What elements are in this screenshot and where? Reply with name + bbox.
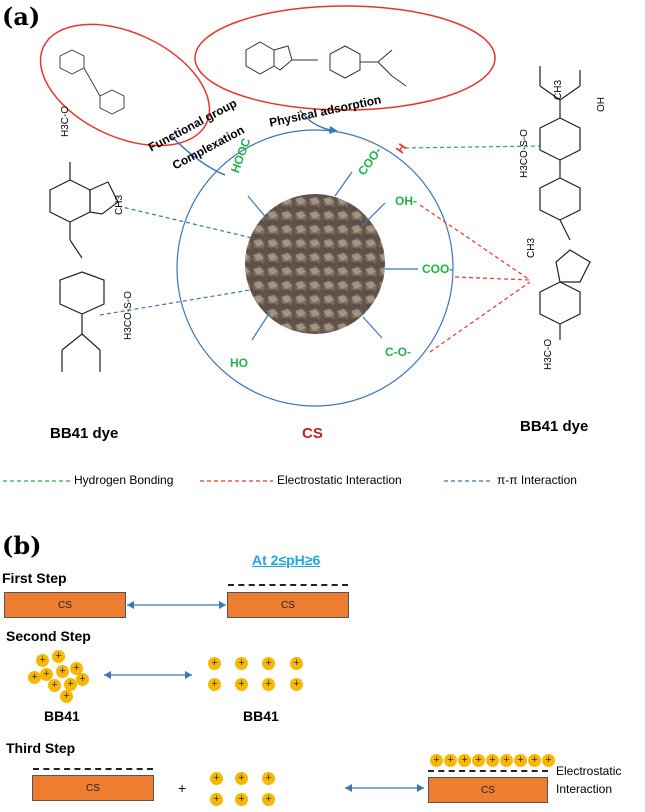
bb41-cation: + — [36, 654, 49, 667]
first-step-label: First Step — [2, 570, 67, 586]
bb41-cation: + — [208, 657, 221, 670]
bb41-left-label: BB41 — [44, 708, 80, 724]
bb41-cation: + — [486, 754, 499, 767]
bb41-cation: + — [472, 754, 485, 767]
right-dye-sulfate: H3CO-S-O — [519, 129, 530, 178]
negative-charges-step1 — [228, 584, 348, 586]
legend-pi-pi: π-π Interaction — [497, 473, 577, 487]
negative-charges-step3-left — [33, 768, 153, 770]
dye-ellipse-left — [39, 23, 211, 147]
bb41-cation: + — [430, 754, 443, 767]
legend-hydrogen-bonding: Hydrogen Bonding — [74, 473, 174, 487]
bb41-cation: + — [40, 668, 53, 681]
bb41-cation: + — [444, 754, 457, 767]
right-dye-methyl: CH3 — [526, 237, 537, 258]
adsorption-arrow-top — [299, 109, 331, 131]
cs-slab-step3-left: CS — [32, 775, 154, 801]
bb41-cation: + — [262, 678, 275, 691]
electrostatic-label-line2: Interaction — [556, 782, 613, 796]
bb41-cation: + — [235, 793, 248, 806]
left-dye-structure — [49, 162, 119, 372]
bb41-cation: + — [64, 678, 77, 691]
adsorption-arrow-left — [169, 134, 226, 176]
right-dye-structure — [539, 66, 591, 340]
bb41-cation: + — [514, 754, 527, 767]
bb41-cation: + — [262, 793, 275, 806]
group-ho: HO — [230, 356, 248, 370]
cs-slab-step1-right: CS — [227, 592, 349, 618]
ph-condition: At 2≤pH≥6 — [252, 552, 321, 568]
bb41-cation: + — [76, 673, 89, 686]
panel-a-label: (a) — [2, 2, 41, 31]
right-dye-methyl-top: CH3 — [553, 79, 564, 100]
bb41-cation: + — [458, 754, 471, 767]
right-dye-methoxy: H3C-O — [543, 338, 554, 370]
left-dye-label: BB41 dye — [50, 425, 119, 442]
electrostatic-label-line1: Electrostatic — [556, 764, 622, 778]
bb41-cation: + — [528, 754, 541, 767]
bb41-cation: + — [210, 793, 223, 806]
bb41-cation: + — [290, 657, 303, 670]
left-dye-methoxy: H3C-O — [60, 105, 71, 137]
plus-operator: + — [178, 780, 187, 796]
bb41-cation: + — [542, 754, 555, 767]
group-oh: OH- — [395, 194, 417, 208]
biomass-image — [245, 194, 385, 334]
cs-outer-circle — [176, 129, 454, 407]
dye-ellipse-top — [194, 5, 496, 111]
bb41-right-label: BB41 — [243, 708, 279, 724]
center-cs-label: CS — [302, 425, 323, 442]
bb41-cation: + — [235, 772, 248, 785]
bb41-cation: + — [48, 679, 61, 692]
right-dye-label: BB41 dye — [520, 418, 589, 435]
bb41-cation: + — [28, 671, 41, 684]
group-coo-right: COO- — [422, 262, 454, 276]
right-dye-hydroxyl: OH — [596, 97, 607, 112]
bb41-cation: + — [262, 772, 275, 785]
bb41-cation: + — [290, 678, 303, 691]
group-c-o: C-O- — [385, 345, 411, 359]
left-dye-sulfate: H3CO-S-O — [123, 291, 134, 340]
panel-b-label: (b) — [2, 531, 42, 560]
bb41-cation: + — [262, 657, 275, 670]
bb41-cation: + — [56, 665, 69, 678]
cs-slab-step1-left: CS — [4, 592, 126, 618]
left-dye-methyl: CH3 — [114, 194, 125, 215]
bb41-cation: + — [70, 662, 83, 675]
legend-electrostatic: Electrostatic Interaction — [277, 473, 402, 487]
bb41-cation: + — [60, 690, 73, 703]
second-step-label: Second Step — [6, 628, 91, 644]
bb41-cation: + — [208, 678, 221, 691]
third-step-label: Third Step — [6, 740, 76, 756]
bb41-cation: + — [235, 678, 248, 691]
bb41-cation: + — [235, 657, 248, 670]
cs-slab-step3-right: CS — [428, 777, 548, 803]
bb41-cation: + — [210, 772, 223, 785]
negative-charges-step3-right — [428, 770, 548, 772]
bb41-cation: + — [52, 650, 65, 663]
bb41-cation: + — [500, 754, 513, 767]
